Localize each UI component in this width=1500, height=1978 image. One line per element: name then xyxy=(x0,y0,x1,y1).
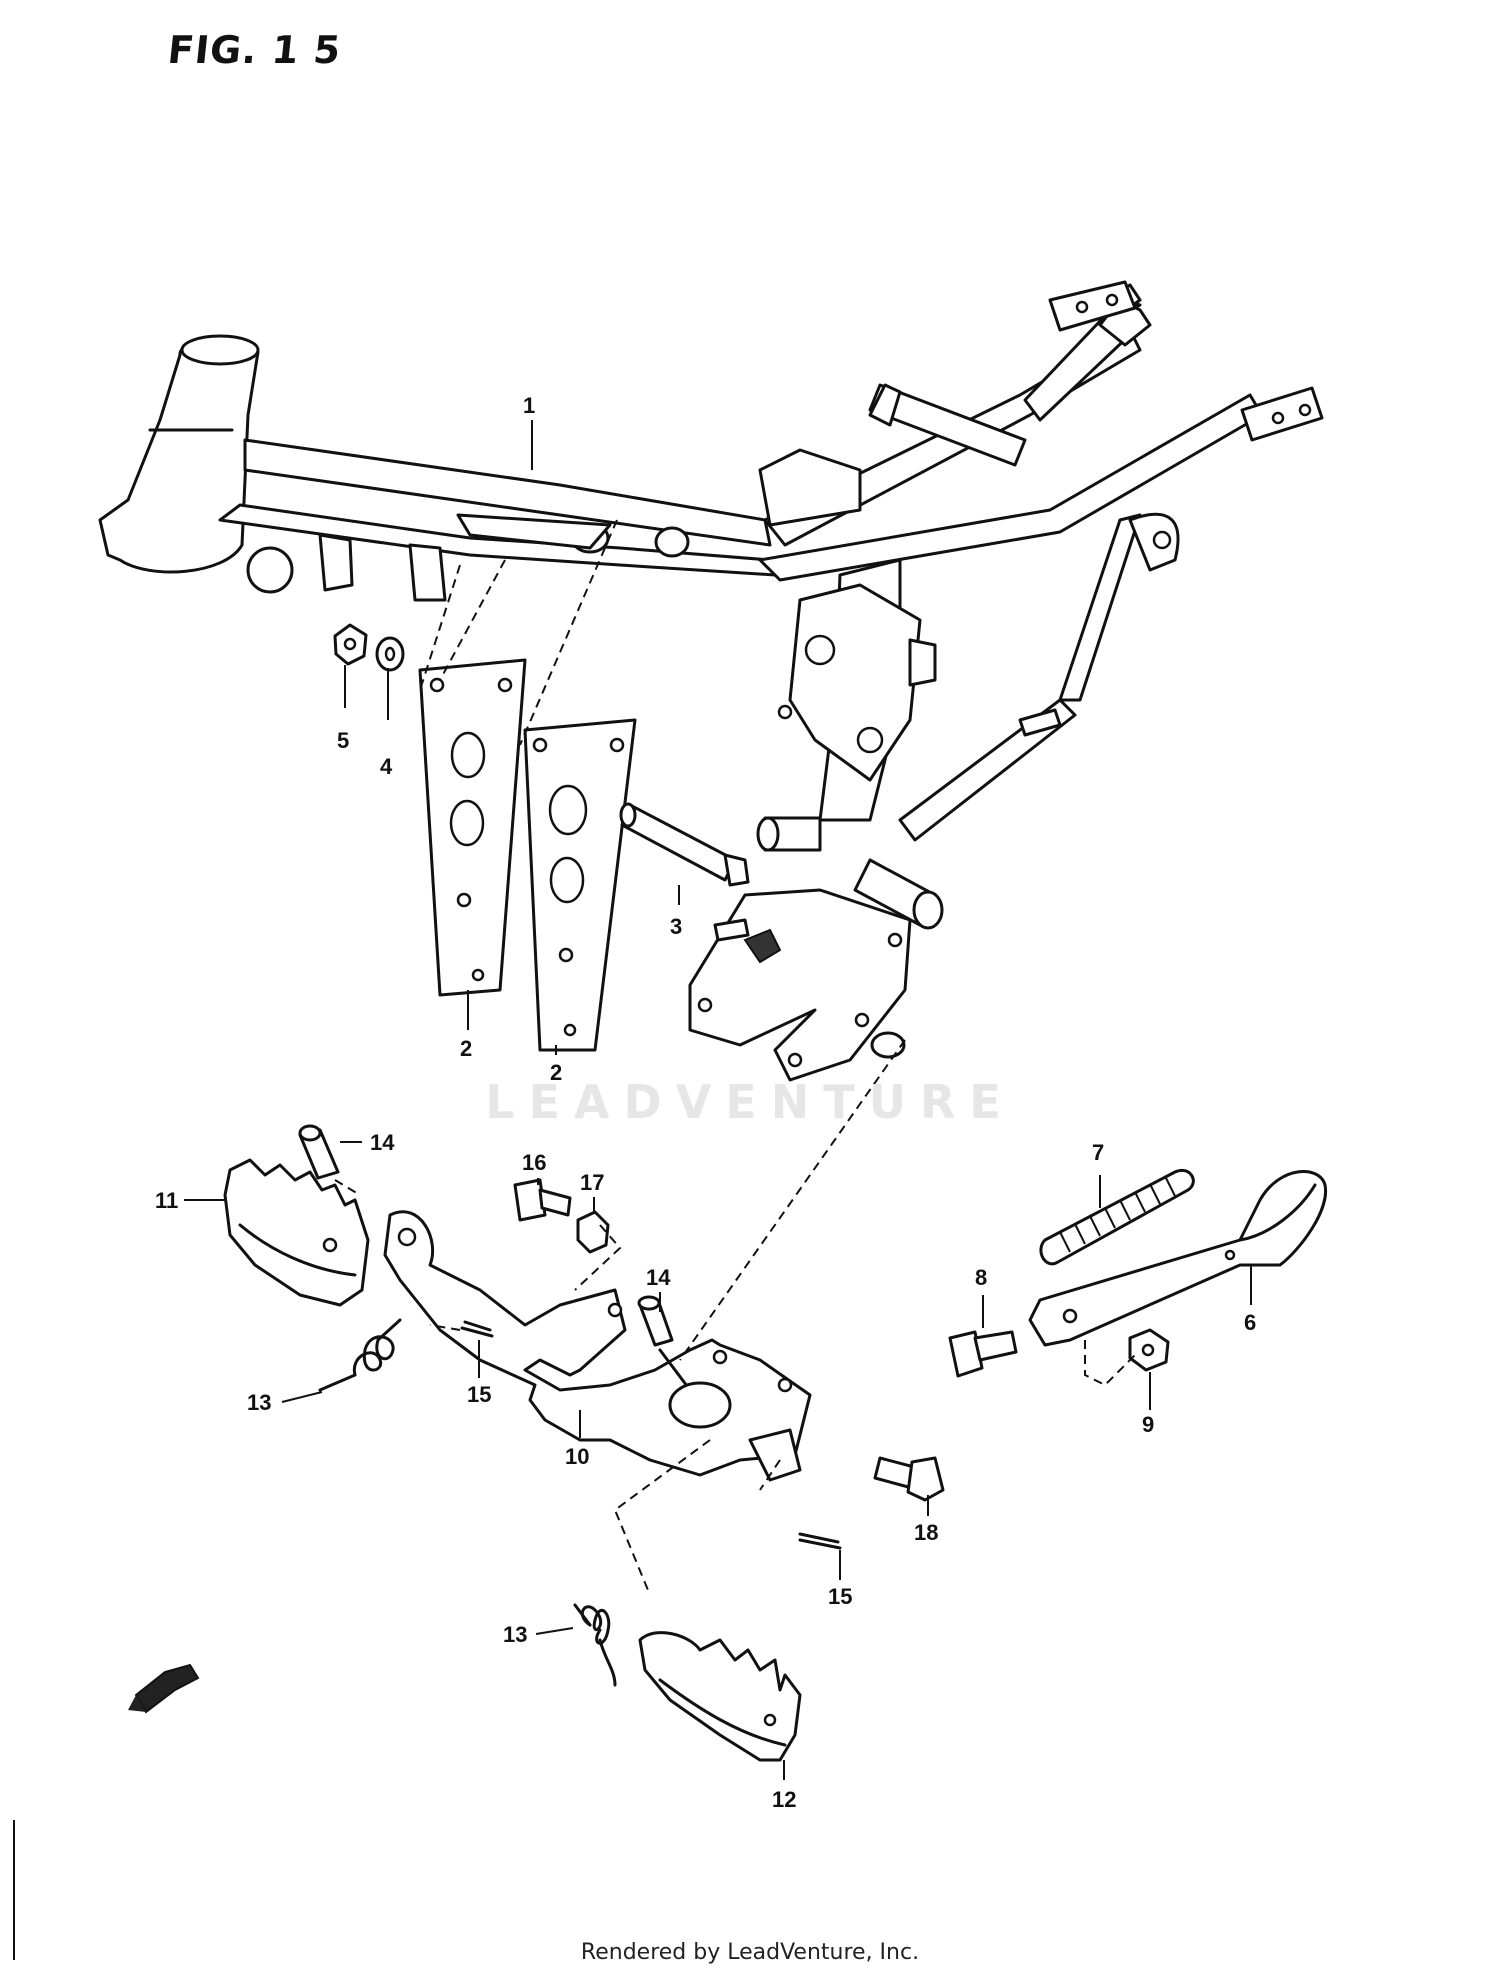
callout-18: 18 xyxy=(914,1520,938,1545)
bolt-3[interactable] xyxy=(619,802,750,887)
washer-4[interactable] xyxy=(375,636,405,672)
bolt-18[interactable] xyxy=(873,1456,945,1502)
spring-13-upper[interactable] xyxy=(318,1318,402,1392)
bolt-16[interactable] xyxy=(513,1178,572,1222)
cotter-pin-15-upper[interactable] xyxy=(460,1320,494,1338)
side-stand-6[interactable] xyxy=(1028,1170,1328,1347)
callout-13-upper: 13 xyxy=(247,1390,271,1415)
leader-lines xyxy=(184,420,1252,1780)
callouts: 1 2 2 3 4 5 6 7 8 9 10 11 12 13 13 14 14… xyxy=(155,393,1256,1812)
front-arrow-icon xyxy=(128,1663,200,1714)
callout-9: 9 xyxy=(1142,1412,1154,1437)
bolt-8[interactable] xyxy=(948,1330,1018,1378)
watermark: LEADVENTURE xyxy=(485,1075,1015,1129)
callout-1: 1 xyxy=(523,393,535,418)
callout-15-upper: 15 xyxy=(467,1382,491,1407)
callout-3: 3 xyxy=(670,914,682,939)
callout-5: 5 xyxy=(337,728,349,753)
footrest-bracket-10[interactable] xyxy=(383,1210,812,1482)
pin-14-middle[interactable] xyxy=(637,1295,674,1347)
footrest-plate-left[interactable] xyxy=(418,658,527,997)
spring-13-lower[interactable] xyxy=(573,1603,617,1687)
callout-12: 12 xyxy=(772,1787,796,1812)
cotter-pin-15-lower[interactable] xyxy=(798,1532,842,1550)
callout-16: 16 xyxy=(522,1150,546,1175)
callout-14-upper: 14 xyxy=(370,1130,395,1155)
footrest-peg-11[interactable] xyxy=(223,1158,370,1307)
callout-11: 11 xyxy=(155,1188,178,1213)
callout-10: 10 xyxy=(565,1444,589,1469)
footrest-peg-12[interactable] xyxy=(638,1631,802,1762)
assembly-lines xyxy=(334,519,1136,1596)
callout-2-right: 2 xyxy=(550,1060,562,1085)
frame-part[interactable] xyxy=(98,280,1324,1082)
callout-13-lower: 13 xyxy=(503,1622,527,1647)
callout-2-left: 2 xyxy=(460,1036,472,1061)
callout-7: 7 xyxy=(1092,1140,1104,1165)
callout-17: 17 xyxy=(580,1170,604,1195)
callout-14-middle: 14 xyxy=(646,1265,671,1290)
pin-14-upper[interactable] xyxy=(298,1124,340,1180)
callout-15-lower: 15 xyxy=(828,1584,852,1609)
callout-8: 8 xyxy=(975,1265,987,1290)
nut-5[interactable] xyxy=(333,623,368,666)
footrest-plate-right[interactable] xyxy=(523,718,637,1052)
stand-spring-7[interactable] xyxy=(1039,1168,1195,1266)
footer-credit: Rendered by LeadVenture, Inc. xyxy=(580,1940,920,1965)
callout-6: 6 xyxy=(1244,1310,1256,1335)
nut-17[interactable] xyxy=(576,1210,610,1254)
callout-4: 4 xyxy=(380,754,393,779)
nut-9[interactable] xyxy=(1128,1328,1170,1372)
